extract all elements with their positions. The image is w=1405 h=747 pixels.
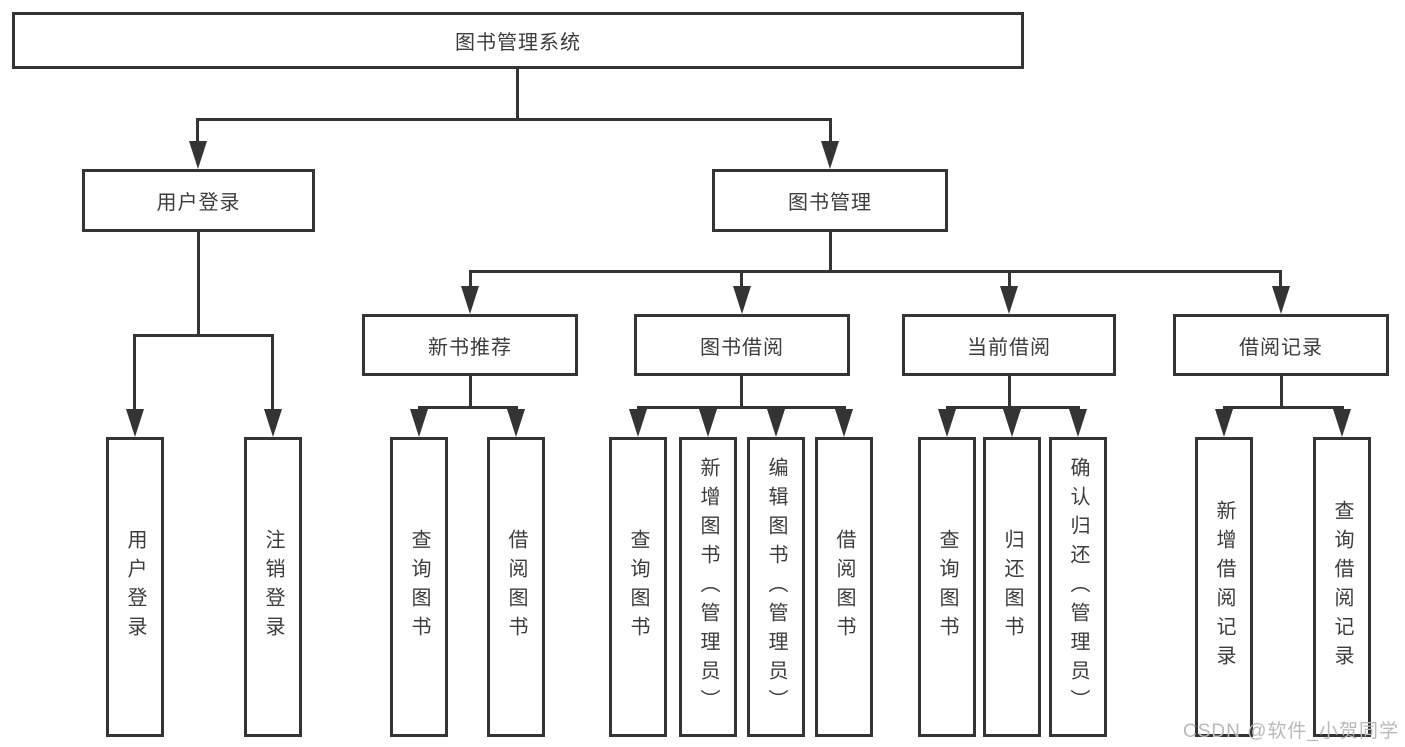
connector-arrowhead [699, 409, 717, 437]
connector-line [1280, 376, 1283, 409]
leaf-query-borrow-record: 查询借阅记录 [1313, 437, 1371, 737]
node-new-book-recommend: 新书推荐 [362, 314, 578, 376]
connector-line [271, 334, 274, 412]
leaf-query-borrow-record-label: 查询借阅记录 [1331, 500, 1353, 674]
leaf-return-books: 归还图书 [983, 437, 1041, 737]
connector-arrowhead [1000, 286, 1018, 314]
leaf-return-books-label: 归还图书 [1001, 529, 1023, 645]
connector-line [197, 232, 200, 336]
connector-arrowhead [1003, 409, 1021, 437]
leaf-query-books-3-label: 查询图书 [936, 529, 958, 645]
connector-line [637, 406, 846, 409]
connector-line [418, 406, 518, 409]
connector-line [469, 270, 1282, 273]
node-book-borrow-label: 图书借阅 [700, 336, 784, 359]
connector-arrowhead [938, 409, 956, 437]
leaf-borrow-books-2-label: 借阅图书 [833, 529, 855, 645]
node-book-management: 图书管理 [712, 169, 948, 232]
leaf-user-login-label: 用户登录 [124, 529, 146, 645]
connector-line [1279, 270, 1282, 290]
connector-line [740, 376, 743, 409]
node-borrow-records: 借阅记录 [1173, 314, 1389, 376]
leaf-add-books-admin: 新增图书（管理员） [679, 437, 737, 737]
connector-line [469, 376, 472, 409]
node-current-borrow-label: 当前借阅 [967, 336, 1051, 359]
connector-arrowhead [410, 409, 428, 437]
connector-arrowhead [821, 141, 839, 169]
node-root-system: 图书管理系统 [12, 12, 1024, 69]
connector-arrowhead [264, 409, 282, 437]
leaf-add-books-admin-label: 新增图书（管理员） [697, 456, 719, 718]
node-user-login-label: 用户登录 [156, 192, 241, 214]
leaf-user-login: 用户登录 [106, 437, 164, 737]
connector-arrowhead [1333, 409, 1351, 437]
connector-line [469, 270, 472, 290]
leaf-query-books-1-label: 查询图书 [408, 529, 430, 645]
leaf-query-books-1: 查询图书 [390, 437, 448, 737]
leaf-query-books-2: 查询图书 [609, 437, 667, 737]
connector-line [829, 232, 832, 273]
connector-arrowhead [629, 409, 647, 437]
leaf-borrow-books-1: 借阅图书 [487, 437, 545, 737]
leaf-query-books-3: 查询图书 [918, 437, 976, 737]
leaf-edit-books-admin: 编辑图书（管理员） [747, 437, 805, 737]
connector-arrowhead [1069, 409, 1087, 437]
connector-arrowhead [733, 286, 751, 314]
connector-line [1223, 406, 1344, 409]
node-borrow-records-label: 借阅记录 [1239, 336, 1323, 359]
connector-line [829, 118, 832, 144]
node-user-login: 用户登录 [82, 169, 315, 232]
connector-line [1008, 376, 1011, 409]
leaf-logout-label: 注销登录 [262, 529, 284, 645]
csdn-watermark: CSDN @软件_小贺同学 [1183, 721, 1399, 742]
node-book-management-label: 图书管理 [788, 192, 872, 214]
connector-arrowhead [461, 286, 479, 314]
leaf-logout: 注销登录 [244, 437, 302, 737]
connector-line [133, 334, 274, 337]
connector-arrowhead [189, 141, 207, 169]
node-new-book-recommend-label: 新书推荐 [428, 336, 512, 359]
node-current-borrow: 当前借阅 [902, 314, 1116, 376]
connector-line [1008, 270, 1011, 290]
leaf-query-books-2-label: 查询图书 [627, 529, 649, 645]
connector-line [196, 118, 832, 121]
node-book-borrow: 图书借阅 [634, 314, 850, 376]
connector-arrowhead [835, 409, 853, 437]
connector-line [196, 118, 199, 144]
connector-arrowhead [126, 409, 144, 437]
leaf-edit-books-admin-label: 编辑图书（管理员） [765, 456, 787, 718]
connector-arrowhead [1215, 409, 1233, 437]
leaf-confirm-return-admin-label: 确认归还（管理员） [1067, 456, 1089, 718]
connector-arrowhead [1272, 286, 1290, 314]
connector-line [133, 334, 136, 412]
leaf-borrow-books-2: 借阅图书 [815, 437, 873, 737]
leaf-borrow-books-1-label: 借阅图书 [505, 529, 527, 645]
connector-arrowhead [507, 409, 525, 437]
leaf-add-borrow-record-label: 新增借阅记录 [1213, 500, 1235, 674]
node-root-label: 图书管理系统 [455, 32, 581, 54]
leaf-add-borrow-record: 新增借阅记录 [1195, 437, 1253, 737]
connector-line [740, 270, 743, 290]
leaf-confirm-return-admin: 确认归还（管理员） [1049, 437, 1107, 737]
connector-line [516, 68, 519, 120]
connector-arrowhead [767, 409, 785, 437]
